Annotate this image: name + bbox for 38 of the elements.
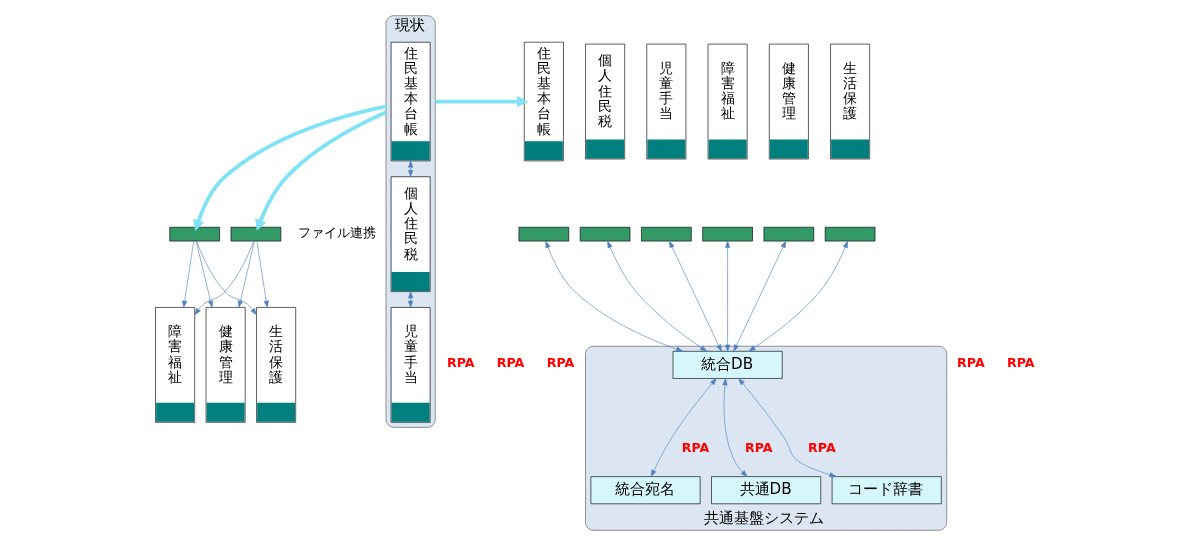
node-box: 共通DB	[710, 476, 821, 505]
label: RPA	[681, 440, 709, 456]
arrow	[181, 240, 194, 308]
arrow	[256, 240, 269, 308]
arrow	[195, 240, 213, 308]
label: RPA	[546, 355, 574, 371]
label: RPA	[744, 440, 773, 456]
label: RPA	[446, 355, 474, 371]
node-bar	[518, 226, 569, 242]
label: RPA	[807, 440, 836, 456]
arrow	[192, 104, 386, 232]
node-bar	[168, 226, 220, 242]
arrow	[650, 378, 717, 477]
label: RPA	[956, 355, 985, 371]
arrow	[237, 240, 255, 308]
arrow	[748, 240, 848, 352]
label: RPA	[496, 355, 524, 371]
label: RPA	[1006, 355, 1035, 371]
node-bar	[579, 226, 630, 242]
arrow	[724, 240, 730, 352]
node-box: 統合DB	[672, 351, 783, 379]
node-bar	[701, 226, 753, 242]
arrow	[606, 240, 707, 352]
node-bar	[230, 226, 281, 242]
node-box: コード辞書	[831, 476, 942, 505]
arrow	[732, 240, 786, 352]
arrow	[545, 240, 683, 352]
arrow	[737, 378, 836, 478]
arrow	[434, 95, 528, 108]
arrow	[407, 160, 413, 177]
arrow	[254, 110, 387, 231]
arrow	[668, 240, 722, 352]
arrow	[721, 378, 747, 477]
node-box: 統合宛名	[590, 476, 700, 505]
node-bar	[824, 226, 875, 242]
node-bar	[763, 226, 814, 242]
label: ファイル連携	[297, 225, 376, 241]
node-bar	[640, 226, 692, 242]
